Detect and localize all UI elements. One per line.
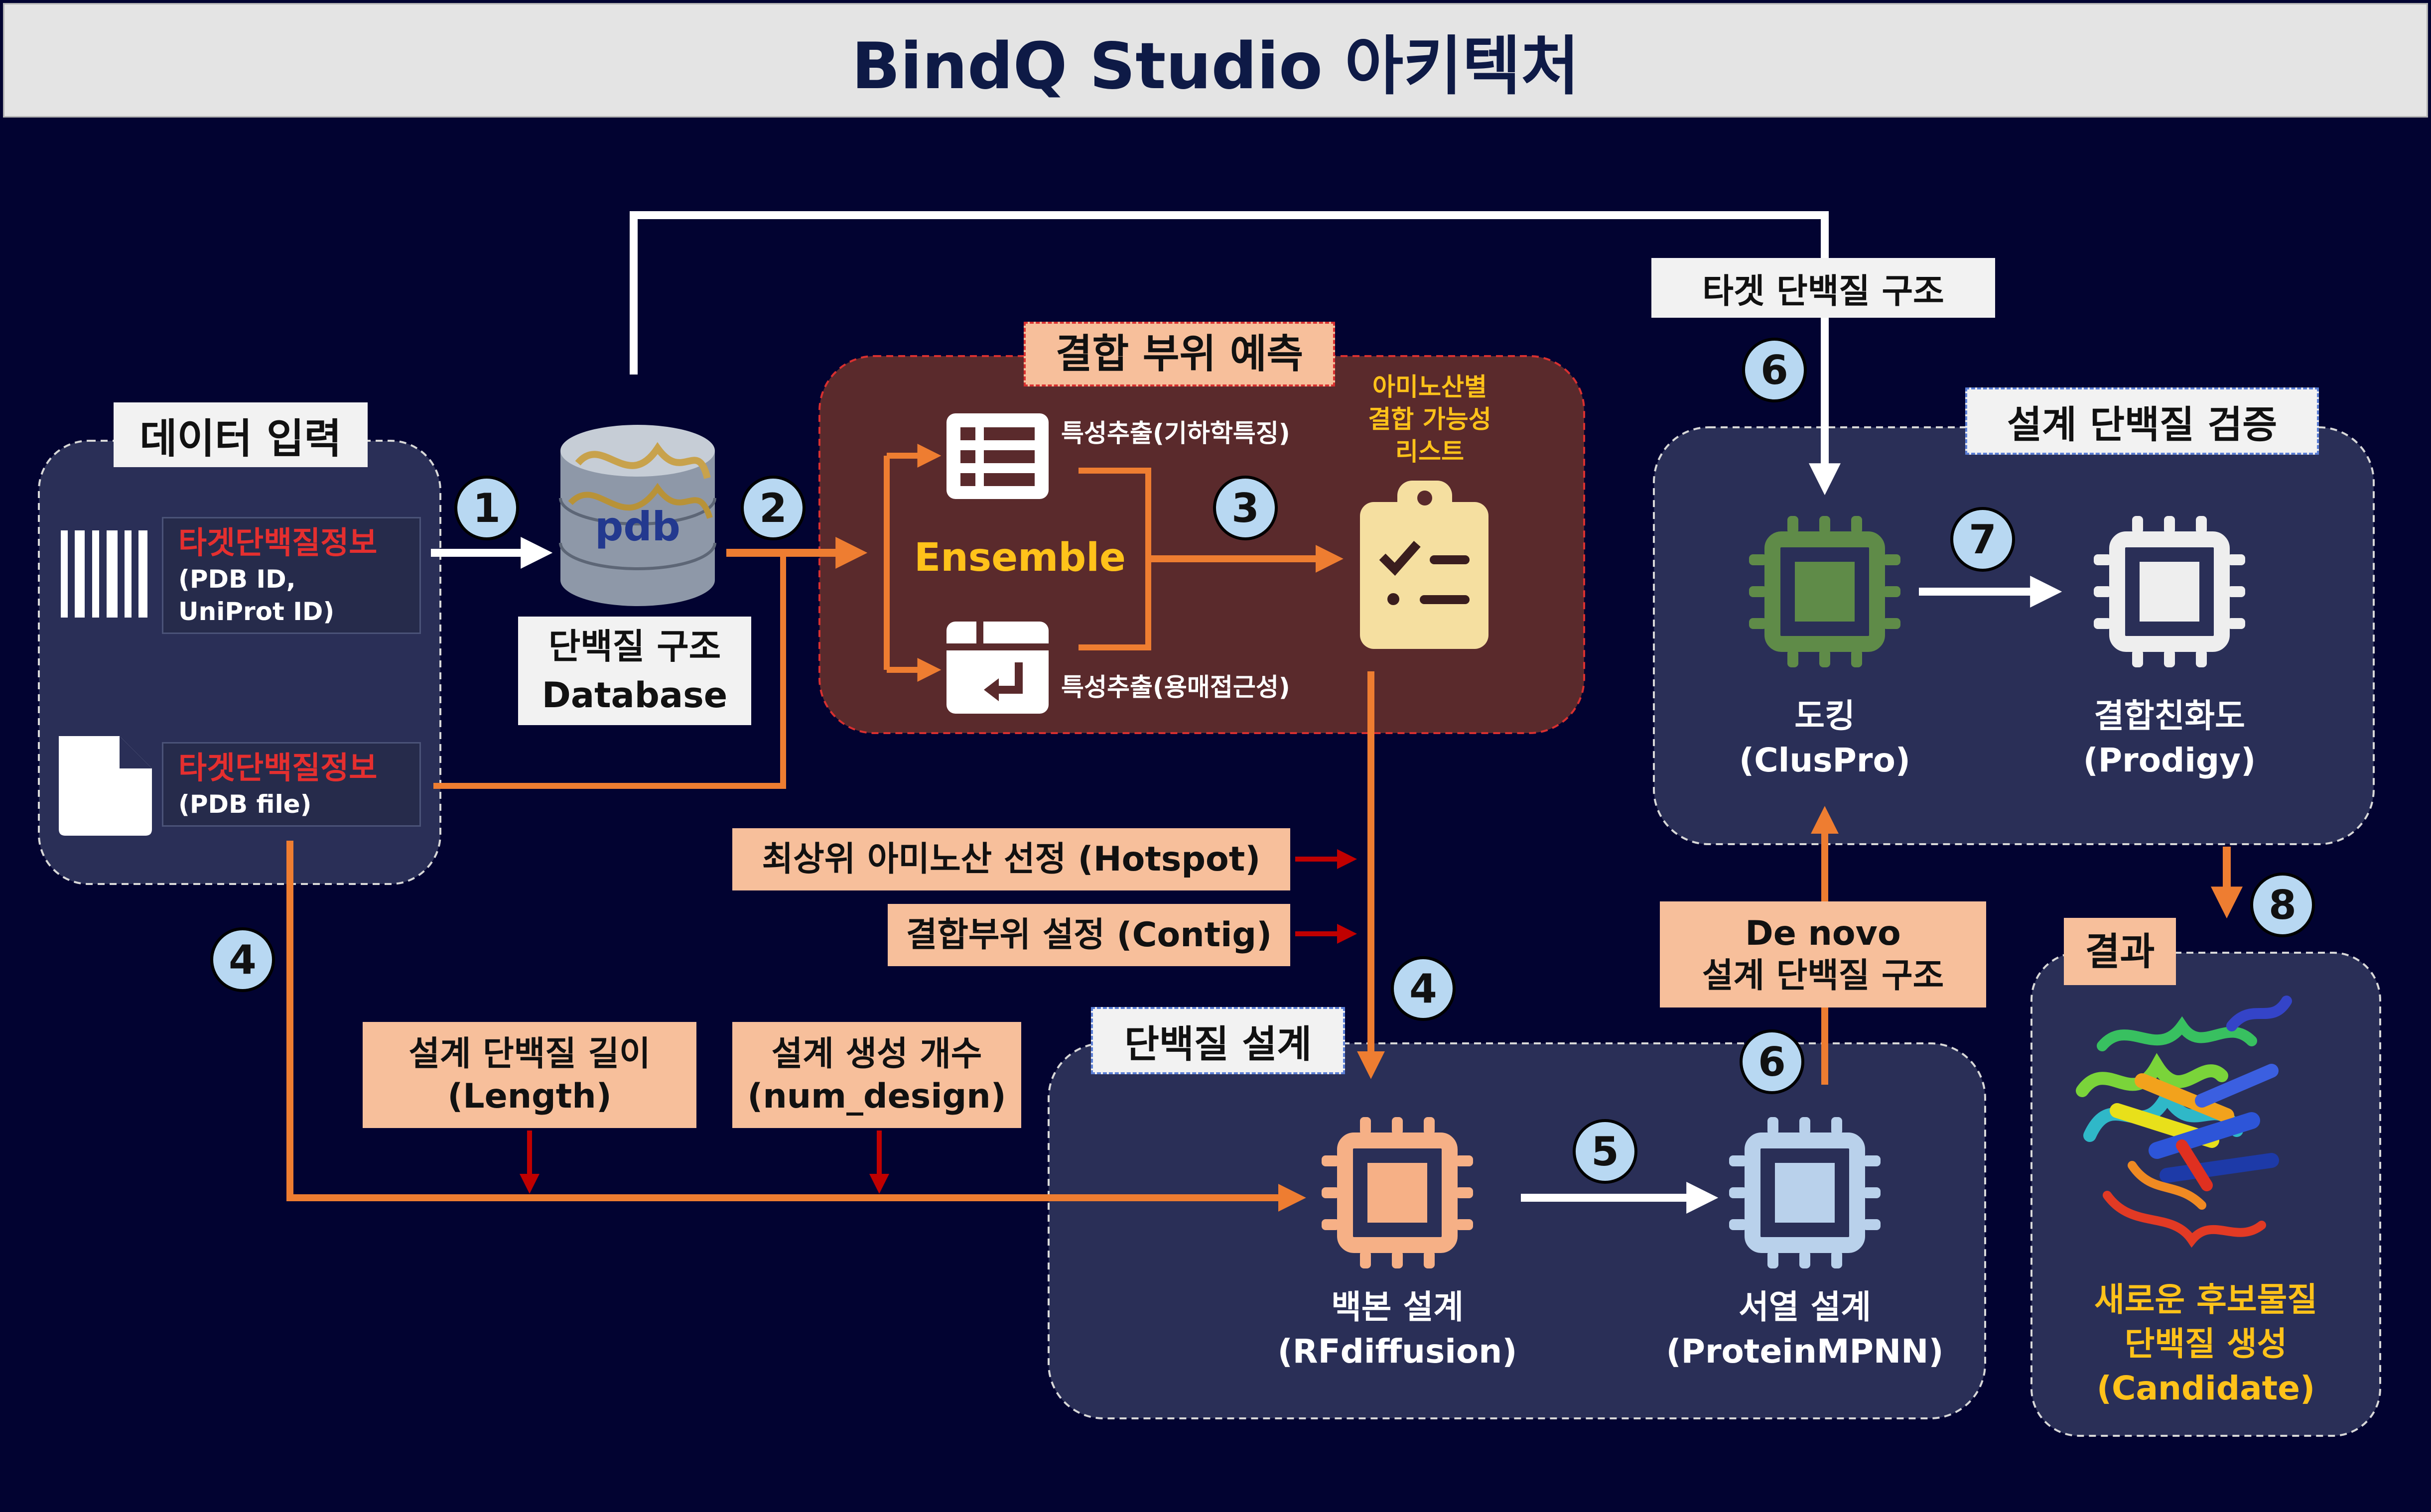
docking-line: (ClusPro) [1739,741,1910,780]
sequence-chip-icon [1729,1117,1881,1268]
affinity-line: (Prodigy) [2083,741,2256,780]
database-label-line: Database [541,675,728,716]
page-title: BindQ Studio 아키텍처 [3,3,2428,118]
file-icon [59,736,152,836]
docking-line: 도킹 [1794,697,1855,735]
length-param-line: 설계 단백질 길이 [408,1034,651,1074]
validation-section-header: 설계 단백질 검증 [1965,387,2319,455]
db-to-docking-line [630,211,1841,496]
amino-acid-list-label: 아미노산별 결합 가능성 리스트 [1345,371,1514,468]
sequence-design-label: 서열 설계 (ProteinMPNN) [1664,1285,1946,1374]
result-panel [2030,952,2381,1437]
contig-param-label: 결합부위 설정 (Contig) [888,904,1290,966]
candidate-line: 새로운 후보물질 [2094,1280,2318,1319]
step-7-badge: 7 [1950,507,2015,572]
docking-label: 도킹 (ClusPro) [1716,694,1933,782]
backbone-design-label: 백본 설계 (RFdiffusion) [1273,1285,1522,1374]
backbone-chip-icon [1322,1117,1473,1268]
pdb-database-icon: pdb [559,425,716,606]
de-novo-structure-label: De novo 설계 단백질 구조 [1660,901,1986,1008]
input-item-title: 타겟단백질정보 [178,750,378,786]
design-section-header: 단백질 설계 [1091,1007,1345,1074]
affinity-line: 결합친화도 [2094,697,2245,735]
input-section-header: 데이터 입력 [114,402,368,467]
backbone-line: 백본 설계 [1331,1288,1464,1326]
input-item-line: (PDB ID, [178,564,296,594]
protein-ribbon-image [2076,996,2292,1248]
target-structure-label: 타겟 단백질 구조 [1651,258,1995,318]
num-design-param-label: 설계 생성 개수 (num_design) [732,1022,1021,1128]
sequence-line: (ProteinMPNN) [1666,1332,1944,1371]
affinity-chip-icon [2094,516,2245,667]
input-item-line: (PDB file) [178,789,312,819]
step-3-badge: 3 [1213,476,1278,540]
input-item-target-id: 타겟단백질정보 (PDB ID, UniProt ID) [162,517,421,634]
binding-prediction-header: 결합 부위 예측 [1024,322,1335,386]
amino-list-line: 결합 가능성 [1368,405,1491,434]
feature-label-geometry: 특성추출(기하학특징) [1061,419,1290,448]
step-6-badge: 6 [1742,338,1807,402]
pdbfile-to-ensemble-line [433,553,786,789]
table-list-icon [946,413,1049,499]
result-section-header: 결과 [2064,918,2176,985]
num-design-param-line: (num_design) [747,1076,1006,1116]
sequence-line: 서열 설계 [1739,1288,1871,1326]
database-label-line: 단백질 구조 [548,626,721,667]
backbone-line: (RFdiffusion) [1277,1332,1517,1371]
input-item-target-file: 타겟단백질정보 (PDB file) [162,742,421,827]
affinity-label: 결합친화도 (Prodigy) [2045,694,2294,782]
amino-list-line: 리스트 [1395,437,1464,466]
solvent-access-icon [946,622,1049,714]
clipboard-checklist-icon [1360,481,1488,649]
amino-list-line: 아미노산별 [1372,373,1487,401]
ensemble-label: Ensemble [914,535,1126,580]
input-item-title: 타겟단백질정보 [178,524,378,561]
de-novo-line: 설계 단백질 구조 [1702,956,1944,996]
de-novo-line: De novo [1745,913,1901,953]
step-4b-badge: 4 [1391,956,1456,1021]
step-5-badge: 5 [1573,1119,1637,1184]
hotspot-param-label: 최상위 아미노산 선정 (Hotspot) [732,828,1290,890]
step-2-badge: 2 [741,476,806,540]
candidate-label: 새로운 후보물질 단백질 생성 (Candidate) [2050,1277,2362,1410]
database-label: 단백질 구조 Database [518,617,751,725]
step-6b-badge: 6 [1740,1029,1804,1094]
input-to-backbone-line [286,841,1306,1212]
svg-text:pdb: pdb [595,504,680,550]
feature-label-solvent: 특성추출(용매접근성) [1061,673,1290,702]
step-8-badge: 8 [2250,873,2315,937]
input-item-line: UniProt ID) [178,597,335,626]
step-4-badge: 4 [210,927,275,992]
barcode-icon [61,530,147,618]
candidate-line: (Candidate) [2096,1369,2315,1408]
num-design-param-line: 설계 생성 개수 [771,1034,982,1074]
length-param-line: (Length) [447,1076,612,1116]
docking-chip-icon [1749,516,1900,667]
step-1-badge: 1 [454,476,519,540]
candidate-line: 단백질 생성 [2124,1325,2288,1364]
length-param-label: 설계 단백질 길이 (Length) [363,1022,696,1128]
